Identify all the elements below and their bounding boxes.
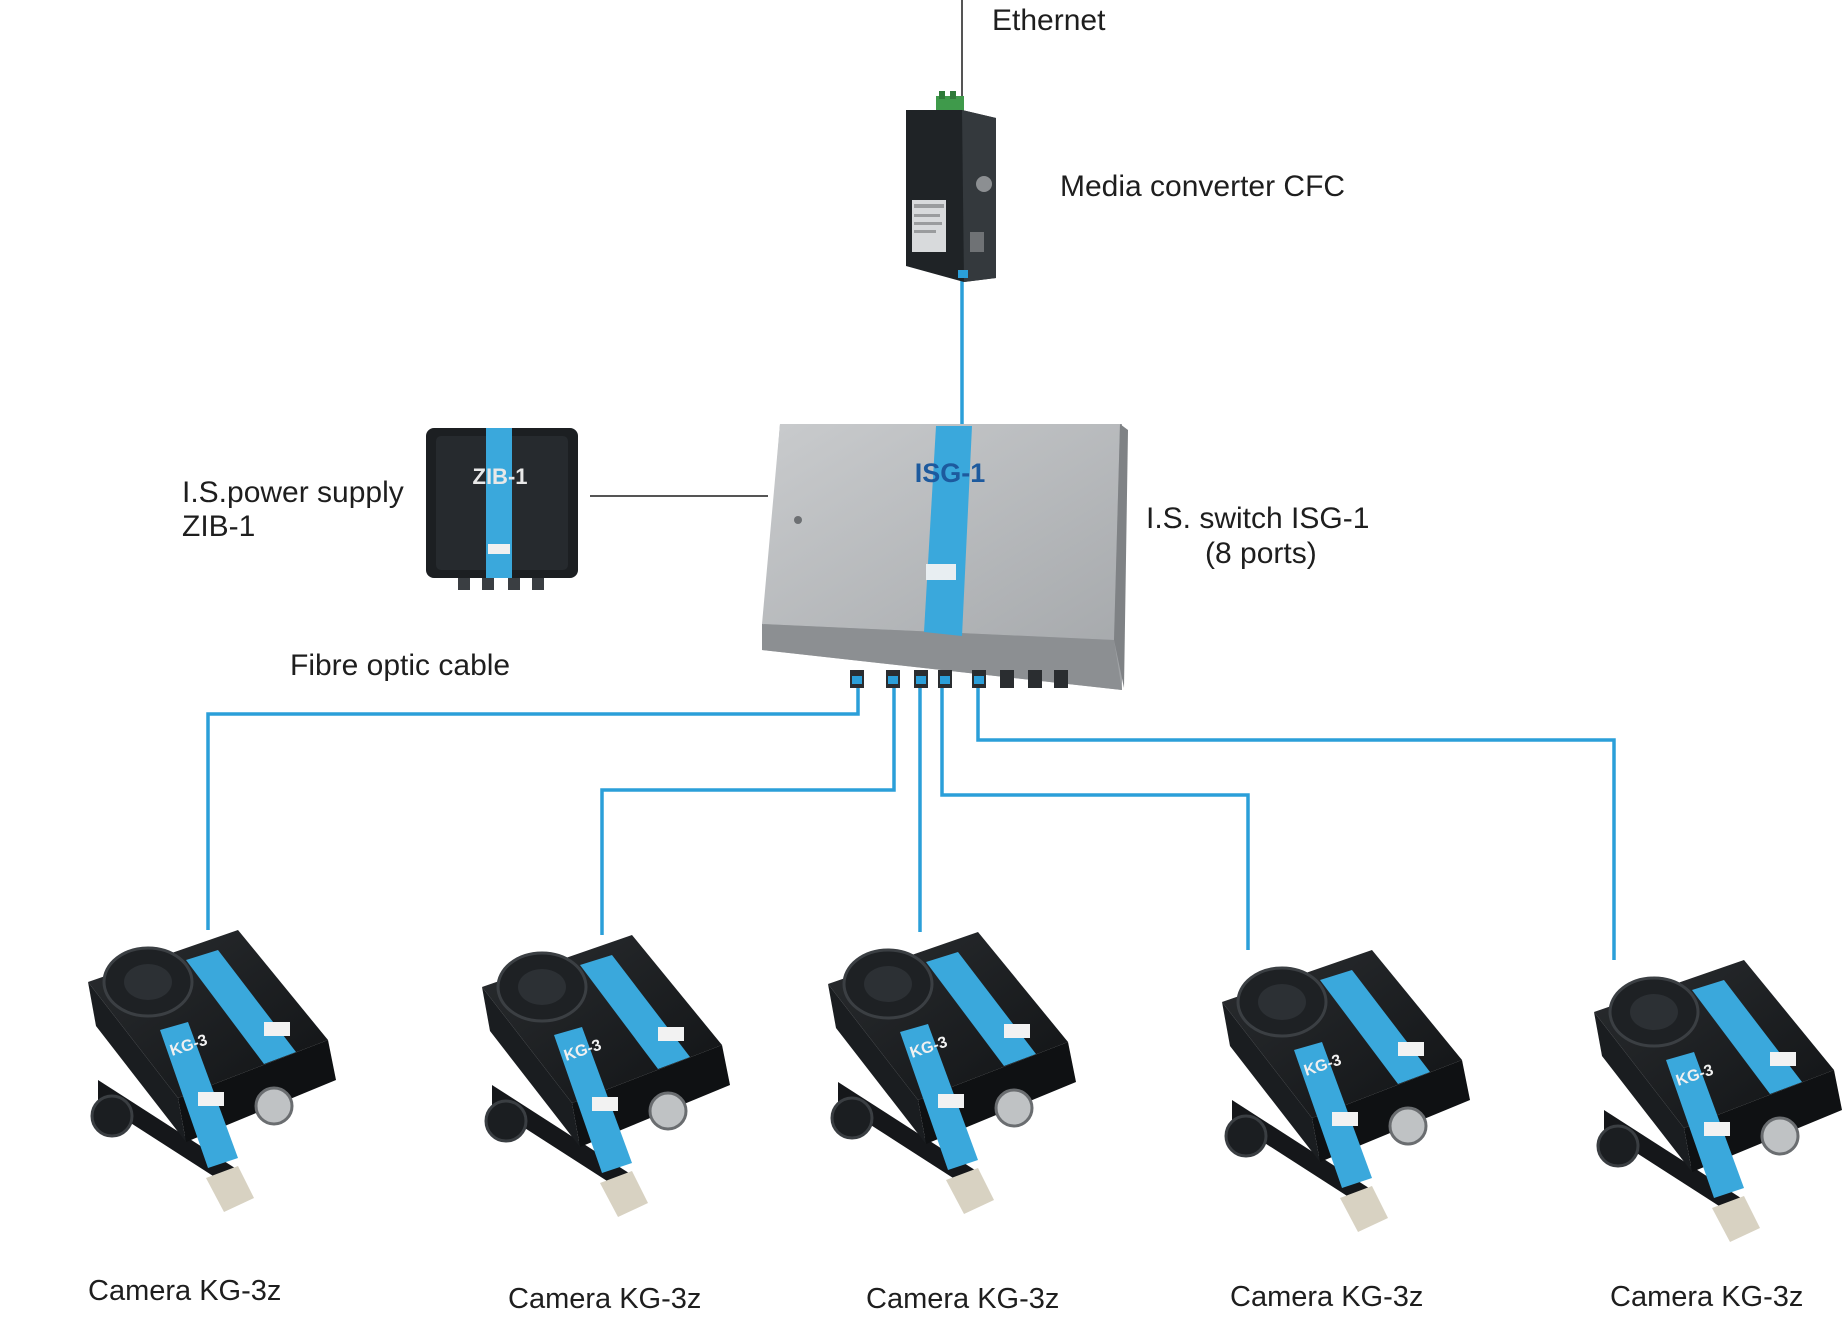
camera-label-1: Camera KG-3z [88,1275,281,1307]
fibre-optic-cables [206,680,1616,960]
power-supply-marking: ZIB-1 [473,464,528,489]
media-converter-label: Media converter CFC [1060,170,1345,203]
fibre-cable-1 [206,680,860,930]
camera-label-3: Camera KG-3z [866,1283,1059,1315]
power-supply-label-line2: ZIB-1 [182,510,255,543]
power-supply-device: ZIB-1 [426,428,578,590]
camera-label-2: Camera KG-3z [508,1283,701,1315]
camera-label-4: Camera KG-3z [1230,1281,1423,1313]
fibre-cable-label: Fibre optic cable [290,649,510,682]
camera-device: KG-3 [1594,960,1842,1242]
ethernet-label: Ethernet [992,4,1106,37]
camera-device: KG-3 [482,935,730,1217]
fibre-cable-2 [600,680,896,935]
camera-device: KG-3 [88,930,336,1212]
power-supply-label-line1: I.S.power supply [182,476,404,509]
fibre-cable-5 [976,680,1616,960]
switch-marking: ISG-1 [915,458,986,488]
switch-label-line1: I.S. switch ISG-1 [1146,502,1369,535]
media-converter-device [906,91,996,282]
camera-label-5: Camera KG-3z [1610,1281,1803,1313]
switch-device: ISG-1 [762,424,1128,690]
cameras: KG-3 KG-3 KG-3 KG-3 KG-3 [88,930,1842,1242]
switch-label-line2: (8 ports) [1205,537,1317,570]
camera-device: KG-3 [828,932,1076,1214]
camera-device: KG-3 [1222,950,1470,1232]
fibre-cable-4 [940,680,1250,950]
